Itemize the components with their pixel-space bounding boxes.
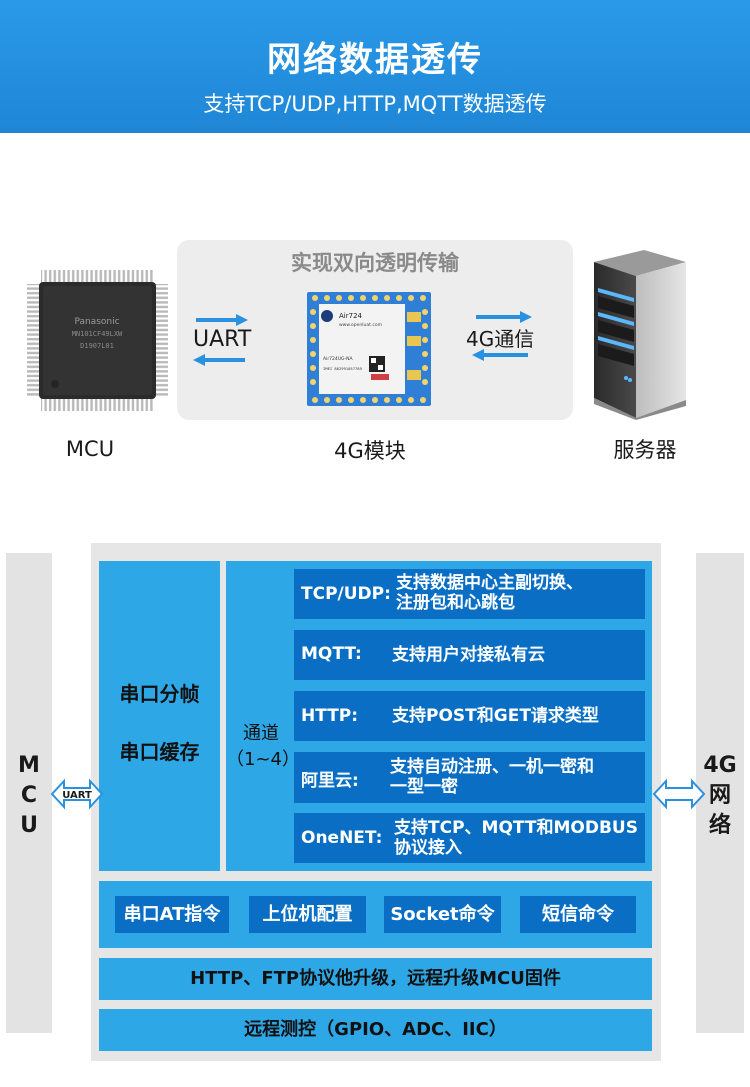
channel-label: 通道 （1~4） — [226, 721, 300, 773]
mcu-side-letter: M — [18, 753, 40, 778]
protocol-key: 阿里云: — [301, 771, 359, 791]
protocol-row-aliyun: 阿里云: 支持自动注册、一机一密和 一型一密 — [294, 752, 645, 803]
mcu-chip-image: Panasonic MN101CF49LXW D1907L01 — [27, 270, 168, 411]
panel-title: 实现双向透明传输 — [291, 251, 459, 275]
protocol-desc: 支持用户对接私有云 — [392, 645, 545, 665]
module-caption: 4G模块 — [334, 439, 406, 463]
header-banner: 网络数据透传 支持TCP/UDP,HTTP,MQTT数据透传 — [0, 0, 750, 133]
protocol-row-onenet: OneNET: 支持TCP、MQTT和MODBUS 协议接入 — [294, 813, 645, 863]
page-title: 网络数据透传 — [267, 40, 483, 80]
uart-label: UART — [193, 327, 252, 352]
network-side-text: 络 — [708, 813, 731, 838]
mcu-side-letter: U — [20, 813, 38, 838]
remote-upgrade-bar: HTTP、FTP协议他升级，远程升级MCU固件 — [99, 958, 652, 1000]
serial-processing-block: 串口分帧 串口缓存 — [99, 561, 220, 871]
4g-network-side-bar: 4G 网 络 — [696, 553, 744, 1033]
page-subtitle: 支持TCP/UDP,HTTP,MQTT数据透传 — [203, 92, 547, 116]
protocol-desc: 支持POST和GET请求类型 — [392, 706, 599, 726]
protocol-row-tcp-udp: TCP/UDP: 支持数据中心主副切换、 注册包和心跳包 — [294, 569, 645, 619]
channel-block: 通道 （1~4） TCP/UDP: 支持数据中心主副切换、 注册包和心跳包 MQ… — [226, 561, 652, 871]
protocol-desc: 支持数据中心主副切换、 — [396, 573, 583, 593]
mcu-caption: MCU — [65, 437, 115, 461]
cmd-serial-at: 串口AT指令 — [115, 896, 229, 933]
arrow-left-icon — [193, 354, 245, 366]
channel-label-title: 通道 — [243, 723, 279, 744]
protocol-desc: 支持自动注册、一机一密和 — [390, 757, 594, 777]
cmd-sms: 短信命令 — [520, 896, 636, 933]
arrow-right-icon — [476, 311, 532, 323]
protocol-desc: 协议接入 — [394, 838, 462, 858]
uart-double-arrow-icon: UART — [50, 778, 104, 810]
4g-module-image: Air724 www.openluat.com Air724UG-NA IMEI… — [307, 292, 431, 406]
protocol-key: MQTT: — [301, 644, 362, 664]
cmd-socket: Socket命令 — [384, 896, 501, 933]
protocol-desc: 支持TCP、MQTT和MODBUS — [394, 818, 638, 838]
arrow-left-icon — [472, 349, 528, 361]
network-side-text: 4G — [703, 753, 737, 778]
protocol-desc: 一型一密 — [390, 777, 458, 797]
protocol-key: TCP/UDP: — [301, 584, 391, 604]
protocol-key: HTTP: — [301, 706, 359, 726]
4g-communication-label: 4G通信 — [466, 327, 535, 351]
protocol-row-mqtt: MQTT: 支持用户对接私有云 — [294, 630, 645, 680]
mcu-side-letter: C — [20, 783, 38, 808]
chip-print-model: MN101CF49LXW — [72, 330, 123, 338]
arrow-right-icon — [196, 314, 248, 326]
serial-framing-label: 串口分帧 — [119, 682, 200, 706]
channel-label-range: （1~4） — [226, 749, 300, 770]
cmd-host-config: 上位机配置 — [249, 896, 366, 933]
module-print-part: Air724UG-NA — [323, 356, 354, 362]
remote-control-bar: 远程测控（GPIO、ADC、IIC） — [99, 1009, 652, 1051]
server-image — [594, 250, 686, 420]
command-block: 串口AT指令 上位机配置 Socket命令 短信命令 — [99, 881, 652, 948]
uart-arrow-label: UART — [62, 790, 92, 801]
protocol-row-http: HTTP: 支持POST和GET请求类型 — [294, 691, 645, 741]
protocol-desc: 注册包和心跳包 — [396, 593, 515, 613]
serial-buffer-label: 串口缓存 — [119, 740, 200, 764]
module-print-imei: IMEI 862991057789 — [323, 366, 363, 371]
chip-print-code: D1907L01 — [80, 342, 114, 350]
mcu-side-bar: M C U — [6, 553, 52, 1033]
chip-print-brand: Panasonic — [74, 317, 119, 327]
server-caption: 服务器 — [613, 438, 677, 462]
network-double-arrow-icon — [652, 778, 706, 810]
network-side-text: 网 — [708, 783, 731, 808]
protocol-key: OneNET: — [301, 828, 383, 848]
module-print-url: www.openluat.com — [339, 322, 382, 328]
module-print-model: Air724 — [339, 312, 363, 320]
